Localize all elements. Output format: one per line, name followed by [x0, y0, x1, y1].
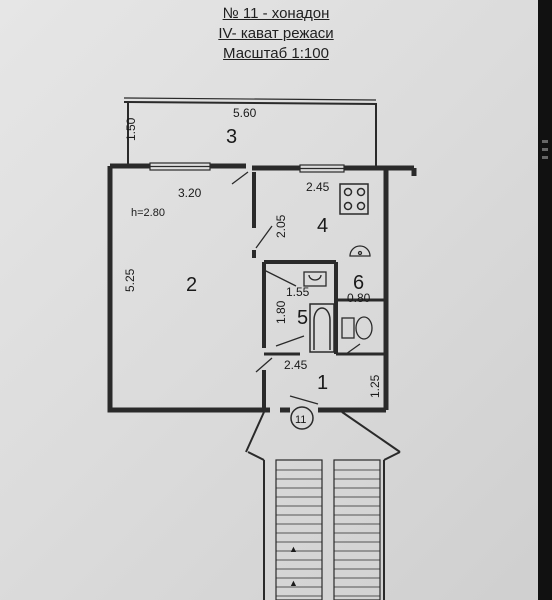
- window-scrollbar[interactable]: [538, 0, 552, 600]
- room-6-number: 6: [353, 272, 364, 294]
- room-4-width: 2.45: [306, 180, 330, 194]
- door-swings: [231, 171, 361, 405]
- washbasin-icon: [303, 271, 327, 287]
- room-5-number: 5: [297, 307, 308, 329]
- apartment-number-label: 11: [295, 414, 306, 426]
- room-3-number: 3: [226, 126, 237, 148]
- stair-arrow-1: ▲: [289, 544, 298, 554]
- kitchen-sink-icon: [349, 245, 371, 257]
- stairwell: [245, 411, 401, 600]
- room-3-width: 5.60: [233, 106, 257, 120]
- room-2-number: 2: [186, 274, 197, 296]
- toilet-icon: [341, 316, 373, 340]
- ceiling-height: h=2.80: [131, 207, 165, 219]
- stove-icon: [339, 183, 369, 215]
- room-2-depth: 5.25: [123, 268, 137, 292]
- stair-treads: [276, 469, 380, 597]
- room-5-depth: 1.80: [274, 300, 288, 324]
- scroll-grip: [542, 140, 548, 143]
- room-4-number: 4: [317, 215, 328, 237]
- stair-arrow-2: ▲: [289, 578, 298, 588]
- windows: [149, 162, 345, 173]
- entrance-marker: [290, 406, 314, 430]
- outer-walls: [107, 163, 417, 413]
- apartment-title: № 11 - хонадон: [222, 5, 330, 22]
- room-2-width: 3.20: [178, 186, 202, 200]
- room-3-depth: 1.50: [124, 117, 138, 141]
- interior-walls: [252, 172, 386, 410]
- room-1-depth: 1.25: [368, 374, 382, 398]
- room-5-width: 1.55: [286, 285, 310, 299]
- room-1-width: 2.45: [284, 358, 308, 372]
- room-4-depth: 2.05: [274, 214, 288, 238]
- scroll-grip: [542, 148, 548, 151]
- scroll-grip: [542, 156, 548, 159]
- floor-title: IV- кават режаси: [218, 25, 334, 42]
- bathtub-icon: [309, 303, 335, 353]
- room-6-width: 0.80: [347, 291, 371, 305]
- balcony-outline: [123, 97, 377, 166]
- scale-title: Масштаб 1:100: [223, 45, 329, 62]
- room-1-number: 1: [317, 372, 328, 394]
